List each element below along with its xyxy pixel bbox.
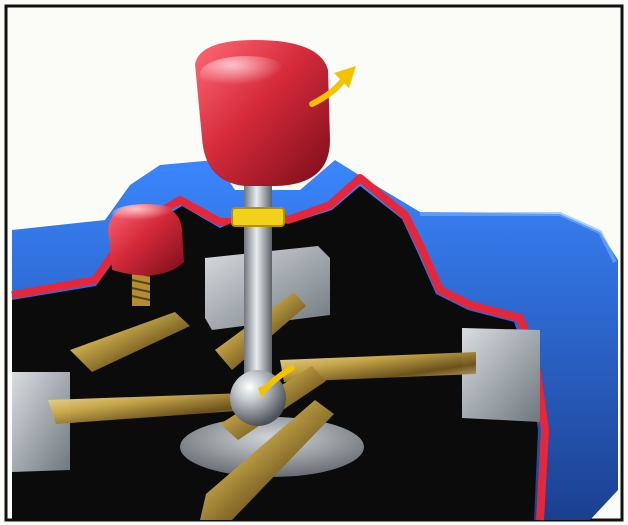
shaft-collar	[232, 208, 284, 226]
guide-block-right	[462, 328, 540, 422]
joystick-knob	[195, 40, 330, 186]
